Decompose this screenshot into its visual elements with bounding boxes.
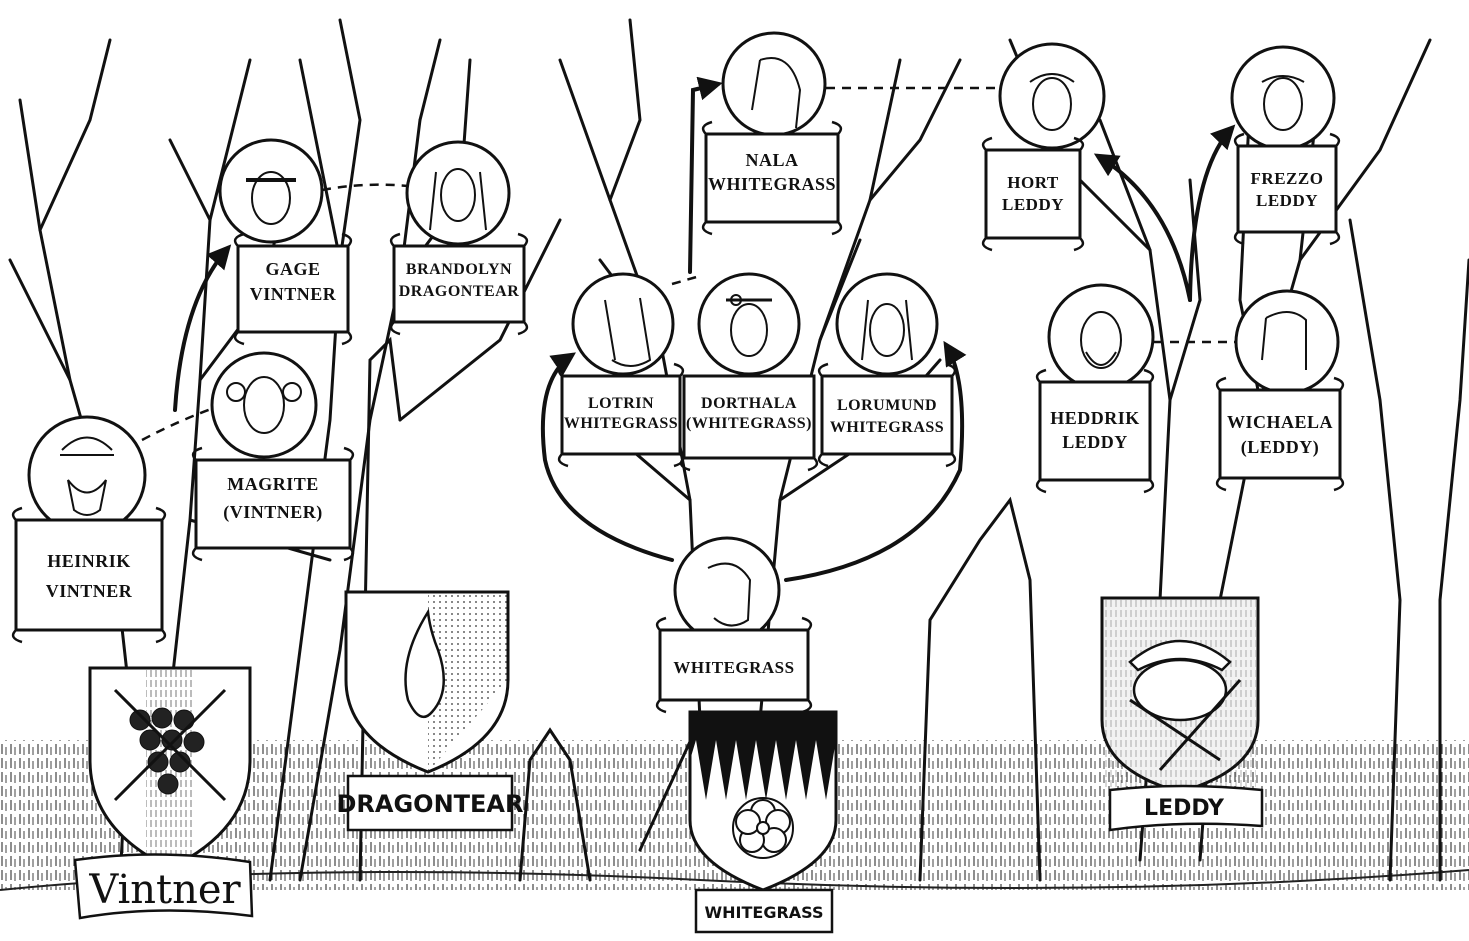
lotrin-name-line2: WHITEGRASS [564,415,678,432]
spouse-link-lotrin-dorthala [671,274,701,286]
dragontear-shield [344,590,510,774]
nala-name-line2: WHITEGRASS [708,174,836,194]
dorthala-name-line2: (WHITEGRASS) [686,415,812,432]
spouse-links [141,86,1236,442]
plaque-magrite: MAGRITE (VINTNER) [191,446,355,562]
flame-icon [404,608,445,719]
arrow-to-nala [688,76,723,274]
portrait-lotrin [571,272,675,376]
whitegrass-banner: WHITEGRASS [694,888,834,934]
shields: Vintner DRAGONTEAR WHITEGRASS [73,590,1264,934]
name-plaques: HEINRIK VINTNER MAGRITE (VINTNER) GAGE V… [11,120,1345,714]
vintner-banner: Vintner [73,853,254,920]
plaque-dorthala: DORTHALA (WHITEGRASS) [679,374,819,472]
hort-name-line2: LEDDY [1002,195,1064,214]
lotrin-name-line1: LOTRIN [588,395,654,412]
whitegrass-banner-label: WHITEGRASS [705,903,824,922]
spouse-link-gage-brandolyn [321,183,409,192]
portrait-frezzo [1230,45,1336,151]
arrow-to-hort [1093,153,1192,302]
heddrik-name-line2: LEDDY [1062,432,1128,452]
portrait-whitegrass [673,536,781,644]
frezzo-name-line2: LEDDY [1256,191,1318,210]
plaque-wichaela: WICHAELA (LEDDY) [1215,376,1345,492]
rose-icon [732,797,794,859]
nala-name-line1: NALA [745,150,798,170]
portrait-heddrik [1047,283,1155,391]
descent-arrows [173,76,1236,582]
brandolyn-name-line1: BRANDOLYN [406,261,512,278]
dorthala-name-line1: DORTHALA [701,395,797,412]
portrait-dorthala [697,272,801,376]
magrite-name-line1: MAGRITE [227,474,319,494]
plaque-heinrik: HEINRIK VINTNER [11,506,167,644]
gage-name-line1: GAGE [265,259,320,279]
portrait-nala [721,31,827,137]
grapes-icon [129,707,205,795]
heddrik-name-line1: HEDDRIK [1050,408,1140,428]
portrait-magrite [210,351,318,459]
dragontear-banner-label: DRAGONTEAR [337,790,524,818]
spouse-link-heinrik-magrite [141,406,215,442]
plaque-nala: NALA WHITEGRASS [701,120,843,236]
heinrik-name-line2: VINTNER [46,581,133,601]
plaque-hort: HORT LEDDY [981,136,1085,252]
lorumund-name-line1: LORUMUND [837,397,937,414]
leddy-shield [1100,596,1260,794]
plaque-brandolyn: BRANDOLYN DRAGONTEAR [389,232,529,336]
portrait-heinrik [27,415,147,535]
arrow-to-lorumund [784,340,967,582]
leddy-banner: LEDDY [1108,784,1264,832]
vintner-banner-label: Vintner [88,867,241,913]
portraits [27,31,1340,644]
arrow-to-gage [173,244,232,412]
portrait-brandolyn [405,140,511,246]
crossed-bows-icon [113,688,227,802]
lorumund-name-line2: WHITEGRASS [830,419,944,436]
plaque-lorumund: LORUMUND WHITEGRASS [817,362,957,468]
plaque-gage: GAGE VINTNER [233,232,353,346]
crown-icon [1128,639,1232,672]
vintner-shield [88,666,252,870]
wichaela-name-line1: WICHAELA [1227,412,1333,432]
scepter-branch-icon [1129,679,1242,771]
whitegrass-shield [688,710,838,892]
wichaela-name-line2: (LEDDY) [1241,437,1320,458]
frezzo-name-line1: FREZZO [1251,169,1324,188]
plaque-heddrik: HEDDRIK LEDDY [1035,368,1155,494]
plaque-whitegrass: WHITEGRASS [655,616,813,714]
portrait-lorumund [835,272,939,376]
plaque-lotrin: LOTRIN WHITEGRASS [557,362,685,468]
arrow-to-frezzo [1188,124,1236,302]
magrite-name-line2: (VINTNER) [223,502,323,523]
portrait-hort [998,42,1106,150]
plaque-frezzo: FREZZO LEDDY [1233,132,1341,246]
dragontear-banner: DRAGONTEAR [337,774,524,832]
heinrik-name-line1: HEINRIK [47,551,131,571]
leddy-banner-label: LEDDY [1144,796,1225,821]
brandolyn-name-line2: DRAGONTEAR [399,283,520,300]
gage-name-line2: VINTNER [250,284,337,304]
hort-name-line1: HORT [1007,173,1059,192]
whitegrass-name-line1: WHITEGRASS [673,658,794,677]
arrow-to-lotrin [540,352,674,562]
portrait-gage [218,138,324,244]
portrait-wichaela [1234,289,1340,395]
